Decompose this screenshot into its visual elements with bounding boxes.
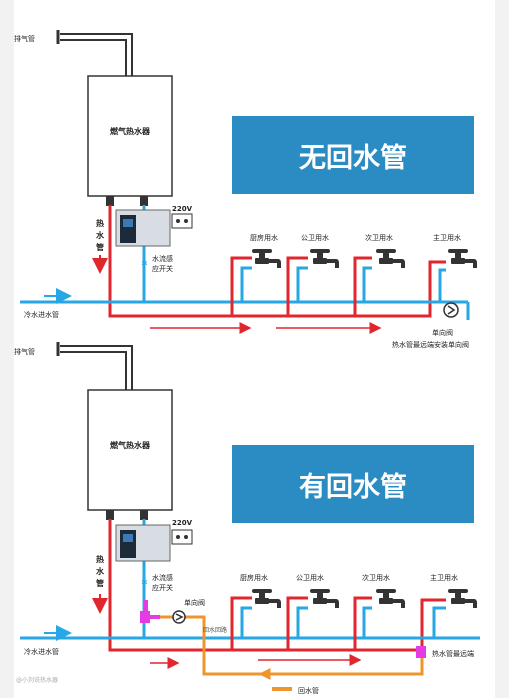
check-valve-label-bottom: 单向阀: [184, 598, 205, 607]
fixture-label-top-1: 厨房用水: [250, 233, 278, 242]
fixture-label-bottom-1: 厨房用水: [240, 573, 268, 582]
return-pipe-label: 回水管: [298, 686, 319, 695]
far-end-label: 热水管最远端: [432, 649, 474, 658]
sensor-mark-top: ✲: [141, 259, 148, 268]
far-end-note-top: 热水管最远端安装单向阀: [392, 340, 469, 349]
flow-switch-label-bottom-1: 水流感: [152, 573, 173, 582]
return-small-label: 回水回路: [203, 626, 227, 634]
hot-pipe-label-top-2: 水: [95, 230, 105, 240]
voltage-label-bottom: 220V: [172, 519, 193, 527]
heater-label-top: 燃气热水器: [110, 126, 151, 136]
banner-no-return: 无回水管: [232, 116, 474, 194]
fixture-label-bottom-3: 次卫用水: [362, 573, 390, 582]
top-diagram: 排气管 燃气热水器 冷水进水管: [14, 30, 477, 349]
flow-switch-label-top-2: 应开关: [152, 264, 173, 273]
fixture-branches-top: [230, 249, 477, 316]
hot-pipe-label-bottom-1: 热: [96, 554, 104, 564]
hot-pipe-label-top-3: 管: [96, 242, 104, 252]
fixture-label-top-2: 公卫用水: [301, 233, 329, 242]
voltage-label-top: 220V: [172, 205, 193, 213]
fixture-label-bottom-4: 主卫用水: [430, 573, 458, 582]
exhaust-pipe-bottom: [60, 345, 133, 393]
flow-switch-label-bottom-2: 应开关: [152, 583, 173, 592]
hot-pipe-label-bottom-3: 管: [96, 578, 104, 588]
exhaust-pipe-top: [60, 33, 133, 79]
fixture-branches-bottom: [230, 589, 477, 650]
heater-label-bottom: 燃气热水器: [110, 440, 151, 450]
heater-box-top: [87, 75, 173, 197]
check-valve-label-top: 单向阀: [432, 328, 453, 337]
hot-pipe-label-top-1: 热: [96, 218, 104, 228]
return-valve-marker: [140, 611, 150, 623]
watermark: @小刘说热水器: [16, 676, 58, 684]
bottom-diagram: 排气管 燃气热水器 冷水进水管 单向阀 回水回路: [14, 342, 480, 695]
check-valve-icon-top: [443, 302, 459, 318]
fixture-label-bottom-2: 公卫用水: [296, 573, 324, 582]
fixture-label-top-4: 主卫用水: [433, 233, 461, 242]
cold-inlet-label-bottom: 冷水进水管: [24, 647, 59, 656]
return-pipe: [160, 615, 424, 676]
sensor-mark-bottom: ✲: [141, 578, 148, 587]
far-end-marker: [416, 646, 426, 658]
right-margin: [495, 0, 509, 698]
heater-box-bottom: [87, 389, 173, 511]
hot-pipe-label-bottom-2: 水: [95, 566, 105, 576]
exhaust-label-bottom: 排气管: [14, 347, 35, 356]
cold-inlet-label-top: 冷水进水管: [24, 310, 59, 319]
left-margin: [0, 0, 14, 698]
flow-switch-label-top-1: 水流感: [152, 254, 173, 263]
banner-with-return: 有回水管: [232, 445, 474, 523]
exhaust-label-top: 排气管: [14, 34, 35, 43]
fixture-label-top-3: 次卫用水: [365, 233, 393, 242]
